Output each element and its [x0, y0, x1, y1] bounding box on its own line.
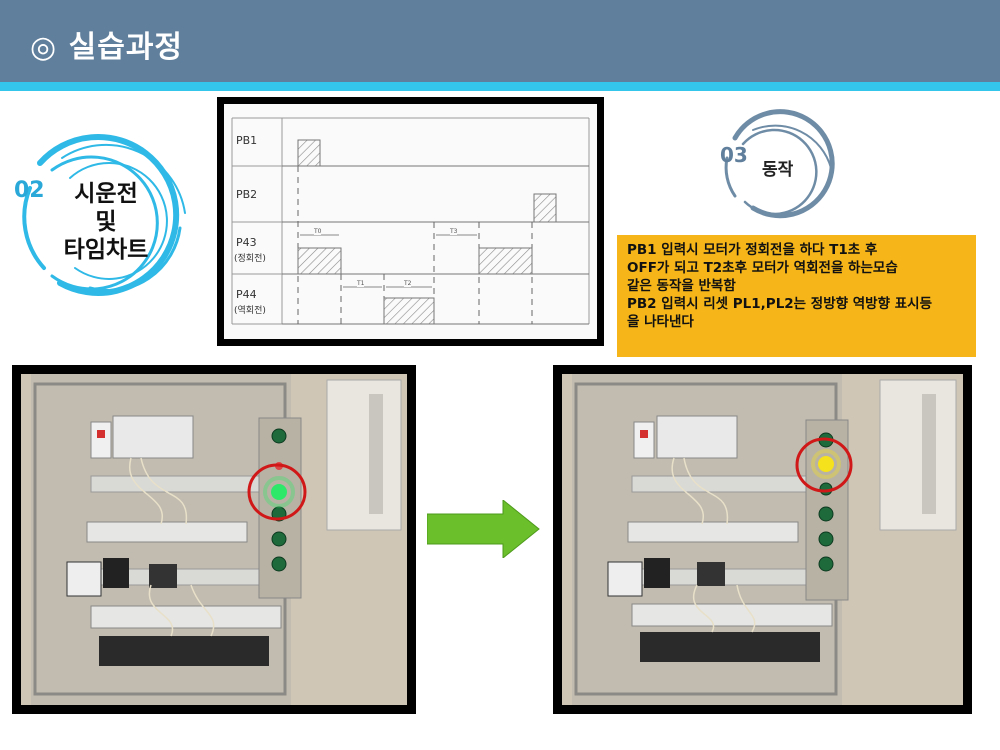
row-sublabel-p43: (정회전) [234, 254, 266, 264]
row-label-p44: P44 [236, 288, 257, 301]
control-panel-photo-right [553, 365, 972, 714]
description-line: 같은 동작을 반복함 [627, 278, 736, 294]
operation-description: PB1 입력시 모터가 정회전을 하다 T1초 후 OFF가 되고 T2초후 모… [617, 235, 976, 357]
highlight-circle-left [247, 463, 307, 521]
p44-pulse [383, 297, 435, 325]
timing-chart-frame: PB1 PB2 P43 (정회전) P44 (역회전) T0 T3 T1 T2 [217, 97, 604, 346]
description-line: OFF가 되고 T2초후 모터가 역회전을 하는모습 [627, 260, 898, 276]
p43-pulse-2 [478, 247, 533, 275]
section-02-line2: 및 [95, 209, 117, 235]
timing-chart: PB1 PB2 P43 (정회전) P44 (역회전) T0 T3 T1 T2 [224, 104, 597, 339]
section-02-circle-icon [22, 133, 186, 296]
control-panel-photo-left [12, 365, 416, 714]
interval-label-t2: T2 [404, 280, 412, 287]
row-sublabel-p44: (역회전) [234, 306, 266, 316]
section-02-number: 02 [14, 178, 45, 203]
row-label-p43: P43 [236, 236, 257, 249]
row-label-pb1: PB1 [236, 134, 258, 147]
pb2-pulse [533, 193, 557, 223]
section-02-title: 시운전 및 타임차트 [50, 180, 162, 264]
description-line: PB1 입력시 모터가 정회전을 하다 T1초 후 [627, 242, 878, 258]
header-bar [0, 0, 1000, 82]
section-03-circle-icon [724, 109, 835, 219]
interval-label-t3: T3 [450, 228, 458, 235]
interval-label-t1: T1 [357, 280, 365, 287]
lamp-green-on [271, 484, 287, 500]
description-line: PB2 입력시 리셋 PL1,PL2는 정방향 역방향 표시등 [627, 296, 932, 312]
p43-pulse-1 [297, 247, 342, 275]
interval-label-t0: T0 [314, 228, 322, 235]
description-line: 을 나타낸다 [627, 314, 694, 330]
section-02-line1: 시운전 [74, 181, 138, 207]
highlight-circle-right [795, 437, 853, 493]
row-label-pb2: PB2 [236, 188, 258, 201]
section-02-line3: 타임차트 [63, 237, 149, 263]
section-03-number: 03 [720, 143, 748, 167]
page-title: ◎ 실습과정 [30, 30, 184, 65]
section-03-title: 동작 [762, 160, 794, 180]
transition-arrow-icon [427, 500, 540, 558]
pb1-pulse [297, 139, 321, 167]
lamp-yellow-on [818, 456, 834, 472]
header-accent-strip [0, 82, 1000, 91]
